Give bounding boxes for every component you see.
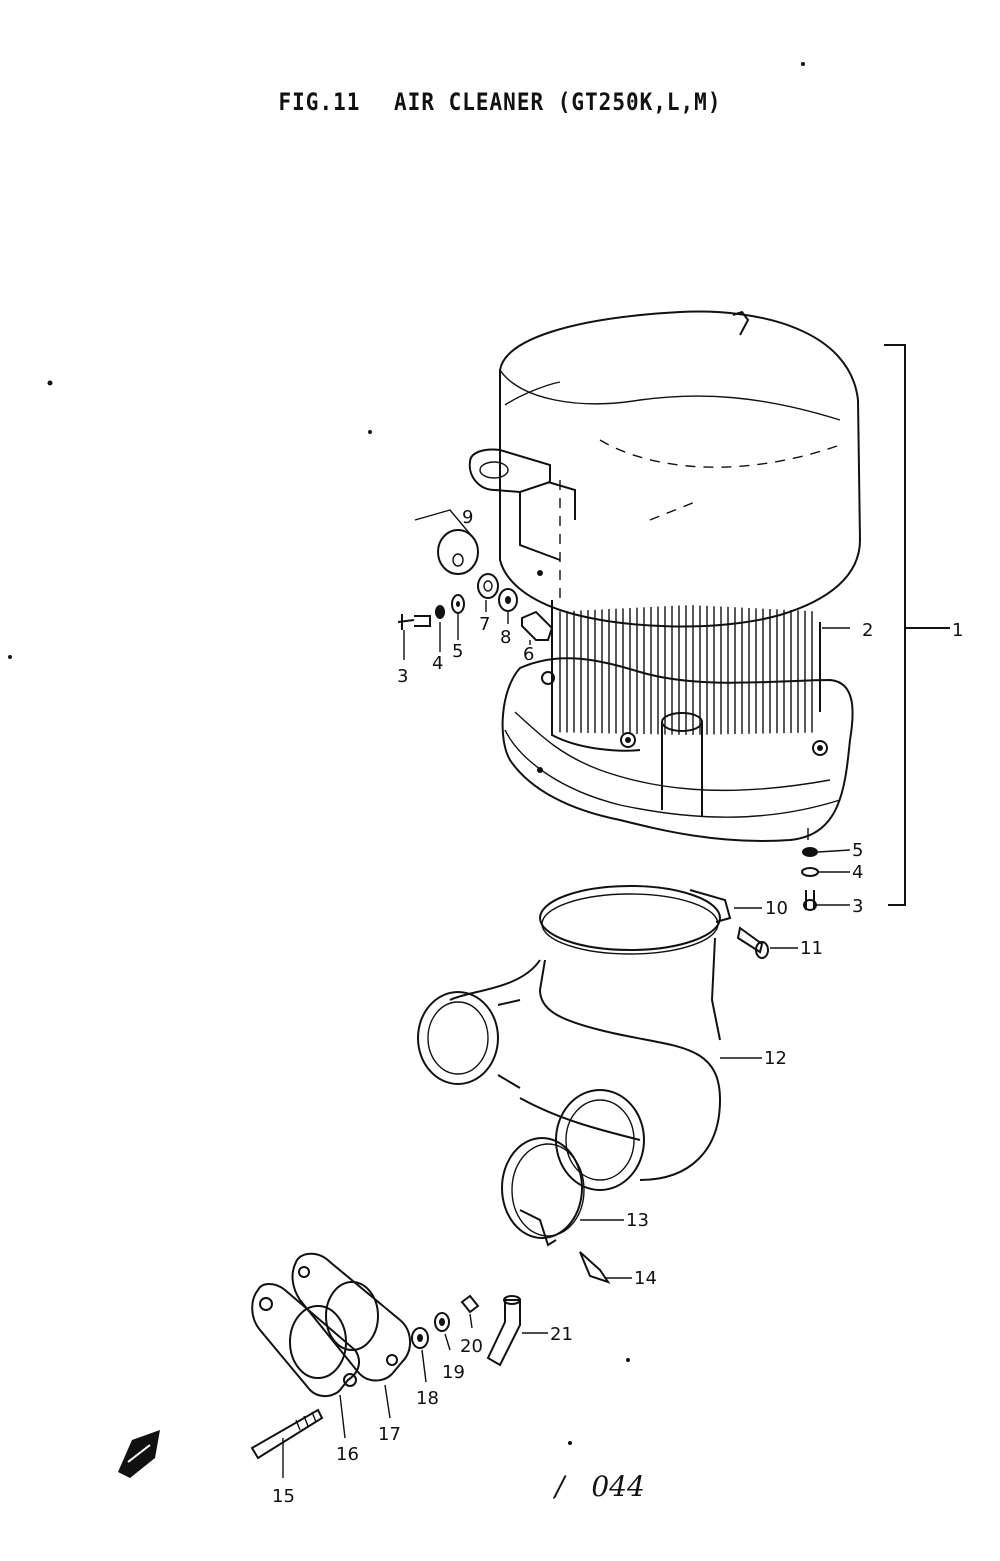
callout-5a: 5 xyxy=(452,641,463,662)
filter-element xyxy=(551,600,821,752)
callout-12: 12 xyxy=(764,1048,787,1069)
figure-caption: AIR CLEANER (GT250K,L,M) xyxy=(394,88,722,116)
callout-15: 15 xyxy=(272,1486,295,1507)
callout-labels: 1 2 3 4 5 6 7 8 9 5 4 3 10 11 12 13 14 1… xyxy=(272,507,963,1507)
callout-7: 7 xyxy=(479,614,490,635)
callout-10: 10 xyxy=(765,898,788,919)
fasteners-right xyxy=(801,847,819,911)
callout-14: 14 xyxy=(634,1268,657,1289)
fasteners-left xyxy=(397,529,554,641)
stud-bolt xyxy=(250,1408,324,1460)
callout-8: 8 xyxy=(500,627,511,648)
catalog-code: 044 xyxy=(591,1470,645,1503)
callout-4a: 4 xyxy=(432,653,443,674)
scan-specks xyxy=(8,62,805,1445)
callout-21: 21 xyxy=(550,1324,573,1345)
callout-17: 17 xyxy=(378,1424,401,1445)
callout-2: 2 xyxy=(862,620,873,641)
intake-elbow xyxy=(417,937,722,1191)
figure-title: FIG.11 AIR CLEANER (GT250K,L,M) xyxy=(0,88,1000,116)
callout-3b: 3 xyxy=(852,896,863,917)
callout-16: 16 xyxy=(336,1444,359,1465)
callout-11: 11 xyxy=(800,938,823,959)
callout-3a: 3 xyxy=(397,666,408,687)
air-cleaner-case xyxy=(501,657,854,842)
callout-18: 18 xyxy=(416,1388,439,1409)
gasket-flanges xyxy=(251,1252,411,1397)
leader-lines xyxy=(282,509,851,1478)
front-arrow-icon xyxy=(118,1430,160,1478)
clamp-band-upper xyxy=(539,885,769,959)
callout-5b: 5 xyxy=(852,840,863,861)
clamp-band-lower xyxy=(501,1137,611,1284)
callout-13: 13 xyxy=(626,1210,649,1231)
catalog-prefix: / xyxy=(555,1470,565,1503)
callout-6: 6 xyxy=(523,644,534,665)
catalog-number: / 044 xyxy=(555,1470,645,1503)
assembly-bracket xyxy=(884,344,950,906)
small-parts-lower xyxy=(411,1294,521,1367)
air-cleaner-cover xyxy=(468,310,862,628)
callout-9: 9 xyxy=(462,507,473,528)
figure-number: FIG.11 xyxy=(278,88,361,116)
callout-19: 19 xyxy=(442,1362,465,1383)
callout-4b: 4 xyxy=(852,862,863,883)
callout-20: 20 xyxy=(460,1336,483,1357)
callout-1: 1 xyxy=(952,620,963,641)
